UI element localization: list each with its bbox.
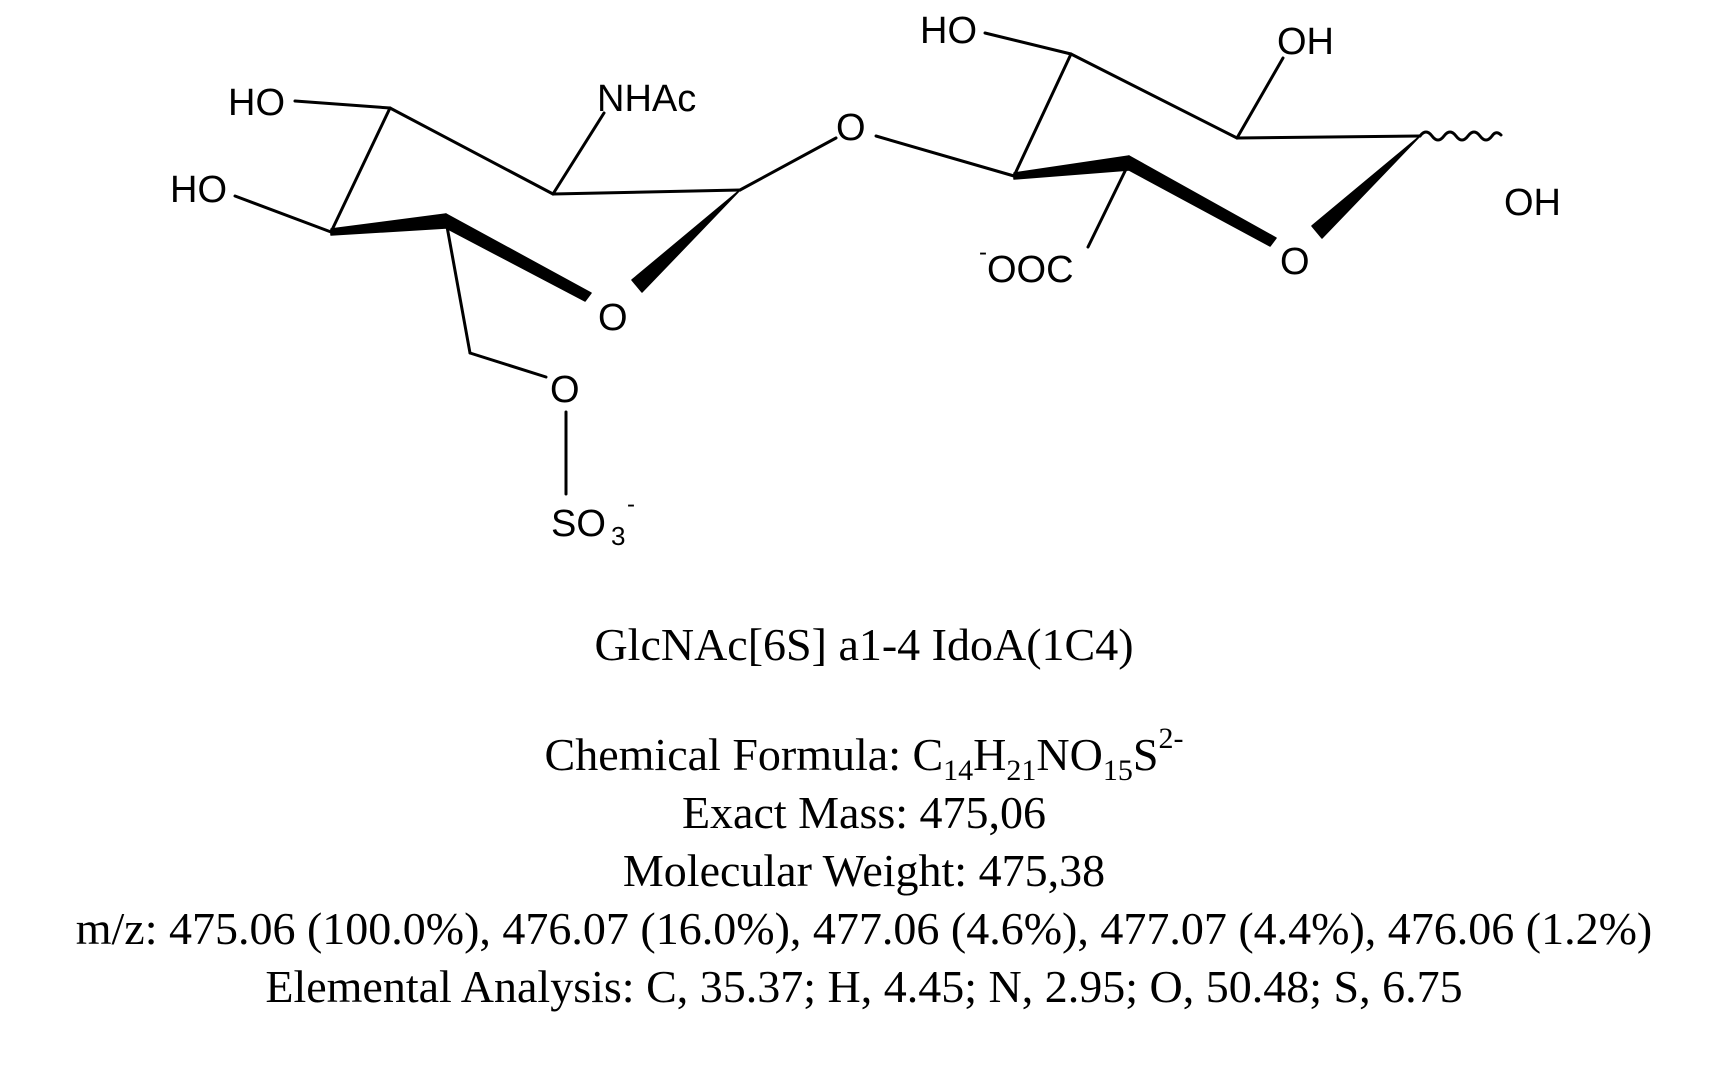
bond-oglyco-c4b <box>874 134 1016 178</box>
atom-labels: HO HO NHAc O O HO OH OH O - OOC O SO 3 - <box>170 10 1561 551</box>
formula-s: S <box>1132 729 1159 780</box>
formula-o-count: 15 <box>1102 754 1133 787</box>
wedge-bonds <box>330 135 1421 302</box>
bond-c4-oh <box>233 194 333 234</box>
formula-h-count: 21 <box>1006 754 1037 787</box>
bond-c3-oh <box>293 99 392 110</box>
formula-label: Chemical Formula: <box>544 729 913 780</box>
bond-c2-nhac <box>551 111 606 196</box>
wedge-c5-oring <box>445 213 592 302</box>
formula-charge: 2- <box>1158 722 1184 755</box>
bond-c3b-c2b <box>1069 52 1239 140</box>
bond-c6-o6 <box>468 351 548 379</box>
label-ring-o-right: O <box>1280 241 1310 283</box>
label-ring-o-left: O <box>598 297 628 339</box>
wedge-c1-oring <box>631 189 741 293</box>
exact-mass: Exact Mass: 475,06 <box>681 787 1047 838</box>
wavy-bond-anomeric <box>1418 130 1503 142</box>
label-oh-anomeric: OH <box>1504 182 1561 224</box>
label-ho-c3b: HO <box>920 10 977 52</box>
chemical-formula: Chemical Formula: C14H21NO15S2- <box>0 724 1728 787</box>
label-carboxylate-charge: - <box>979 239 987 266</box>
formula-h: H <box>973 729 1007 780</box>
wedge-c4-c5 <box>330 213 447 236</box>
formula-no: NO <box>1036 729 1103 780</box>
wedge-c1b-oring <box>1311 135 1421 239</box>
bond-c4b-c3b <box>1012 52 1073 178</box>
label-carboxylate: OOC <box>987 249 1074 291</box>
mz-values: m/z: 475.06 (100.0%), 476.07 (16.0%), 47… <box>75 903 1653 954</box>
formula-c: C <box>912 729 944 780</box>
label-sulfate-charge: - <box>627 491 635 518</box>
compound-info: Chemical Formula: C14H21NO15S2- Exact Ma… <box>0 724 1728 1016</box>
compound-name-block: GlcNAc[6S] a1-4 IdoA(1C4) <box>0 616 1728 674</box>
bond-c2b-oh <box>1235 56 1285 140</box>
bonds <box>233 31 1503 496</box>
label-ho-c4: HO <box>170 169 227 211</box>
bond-c2b-c1b <box>1235 134 1422 140</box>
compound-name: GlcNAc[6S] a1-4 IdoA(1C4) <box>594 619 1134 670</box>
wedge-c5b-oring <box>1128 155 1277 247</box>
label-ho-c3: HO <box>228 82 285 124</box>
label-o6: O <box>550 369 580 411</box>
formula-c-count: 14 <box>943 754 974 787</box>
bond-c5b-cooh <box>1086 161 1131 249</box>
bond-c3b-oh <box>983 31 1073 56</box>
label-glycosidic-o: O <box>836 107 866 149</box>
bond-c5-c6 <box>444 219 472 355</box>
molecular-weight: Molecular Weight: 475,38 <box>622 845 1106 896</box>
bond-c2-c1 <box>551 188 742 196</box>
bond-c4-c3 <box>329 106 392 234</box>
elemental-analysis: Elemental Analysis: C, 35.37; H, 4.45; N… <box>265 961 1463 1012</box>
bond-c3-c2 <box>388 106 555 196</box>
label-oh-c2b: OH <box>1277 21 1334 63</box>
wedge-c4b-c5b <box>1013 155 1130 180</box>
chemical-structure: HO HO NHAc O O HO OH OH O - OOC O SO 3 - <box>170 10 1561 551</box>
label-sulfate-subscript: 3 <box>611 521 625 551</box>
label-sulfate: SO <box>551 503 606 545</box>
label-nhac: NHAc <box>597 78 696 120</box>
bond-c1-oglyco <box>738 136 838 192</box>
